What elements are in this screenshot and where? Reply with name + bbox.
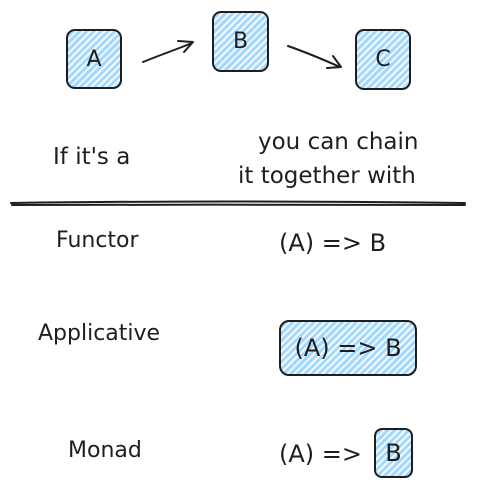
node-c-label: C xyxy=(375,47,391,72)
row-functor-signature: (A) => B xyxy=(279,229,387,257)
arrow-b-to-c xyxy=(287,45,341,68)
header-right-line1: you can chain xyxy=(258,129,419,155)
node-b-box: B xyxy=(212,11,269,72)
arrow-a-to-b xyxy=(142,42,193,63)
arrow-b-to-c-head xyxy=(326,55,342,69)
row-applicative-name: Applicative xyxy=(38,321,161,346)
header-left: If it's a xyxy=(53,144,131,170)
row-monad-signature-prefix: (A) => xyxy=(279,440,362,468)
header-right-line2: it together with xyxy=(238,163,416,189)
header-divider xyxy=(10,200,466,204)
row-functor-name: Functor xyxy=(56,228,139,253)
row-monad-name: Monad xyxy=(68,438,142,463)
node-b-label: B xyxy=(232,29,249,54)
node-a-box: A xyxy=(66,29,122,89)
arrow-a-to-b-head xyxy=(177,40,194,53)
node-c-box: C xyxy=(355,29,411,90)
row-applicative-signature: (A) => B xyxy=(294,334,402,362)
row-monad-boxed-result: B xyxy=(374,428,413,478)
node-a-label: A xyxy=(86,46,102,72)
row-applicative-signature-box: (A) => B xyxy=(279,320,417,376)
row-monad-boxed-result-label: B xyxy=(385,439,402,467)
